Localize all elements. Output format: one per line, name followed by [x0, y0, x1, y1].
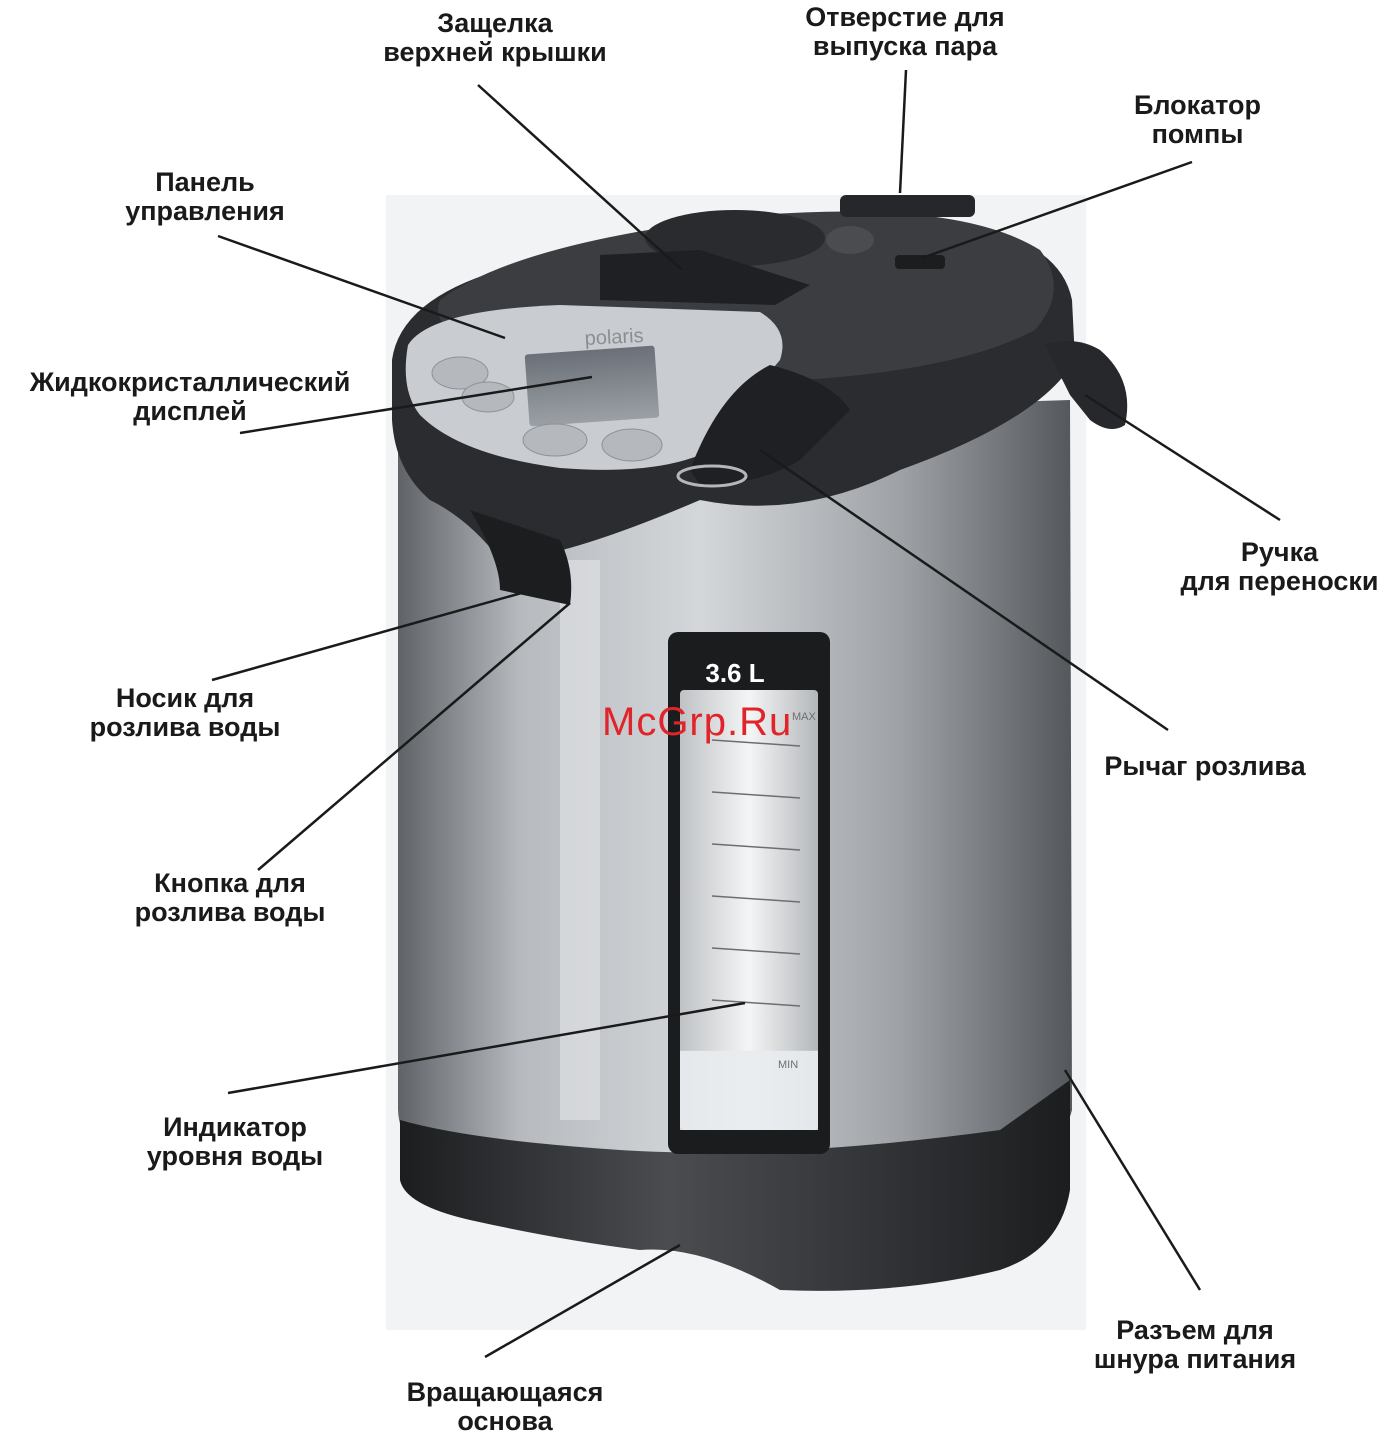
- pump-lock: [826, 226, 874, 254]
- body-highlight: [560, 560, 600, 1120]
- capacity-label: 3.6 L: [705, 658, 764, 688]
- gauge-min-label: MIN: [778, 1059, 798, 1071]
- lid-hinge: [840, 195, 975, 217]
- label-dispense-lever: Рычаг розлива: [1080, 752, 1330, 781]
- leader-steam-vent: [900, 70, 906, 193]
- lcd-display: [525, 346, 660, 427]
- watermark: McGrp.Ru: [602, 700, 792, 745]
- leader-handle: [1085, 395, 1280, 520]
- gauge-max-label: MAX: [792, 711, 817, 723]
- panel-button-4: [602, 429, 662, 461]
- panel-button-3: [523, 424, 587, 456]
- brand-logo: polaris: [584, 325, 644, 350]
- pump-lock-slot: [895, 255, 945, 269]
